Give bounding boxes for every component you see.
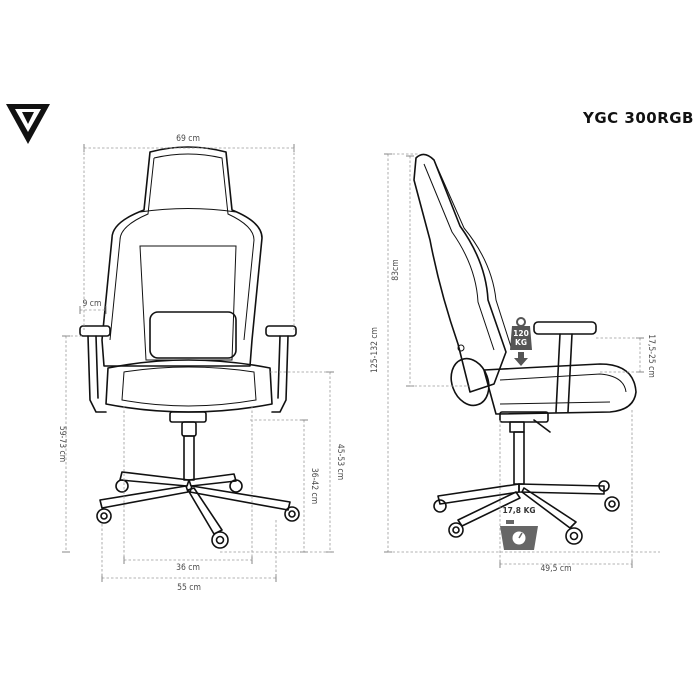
seat-total-label: 45-53 cm <box>335 444 345 480</box>
max-load-unit: KG <box>515 338 527 347</box>
weight-load-icon <box>510 317 532 366</box>
base-width-label: 55 cm <box>177 583 201 593</box>
chair-weight-value: 17,8 KG <box>502 506 535 515</box>
side-view-dimensions <box>384 153 660 568</box>
front-width-label: 69 cm <box>176 134 200 144</box>
yenkee-y-logo-icon <box>6 104 50 144</box>
arm-height-label: 59-73 cm <box>57 426 67 462</box>
depth-label: 49,5 cm <box>540 564 571 574</box>
seat-width-label: 36 cm <box>176 563 200 573</box>
side-view-chair <box>413 153 637 545</box>
total-height-label: 125-132 cm <box>370 327 380 373</box>
backrest-height-label: 83cm <box>391 259 401 280</box>
scale-icon <box>500 520 538 550</box>
front-view-chair <box>79 146 300 549</box>
arm-adjust-label: 17,5-25 cm <box>646 334 656 378</box>
armrest-offset-label: 9 cm <box>83 299 102 309</box>
model-title: YGC 300RGB <box>582 109 694 127</box>
max-load-value: 120 <box>513 329 529 338</box>
front-view-dimensions <box>62 144 334 582</box>
seat-height-label: 36-42 cm <box>309 468 319 504</box>
